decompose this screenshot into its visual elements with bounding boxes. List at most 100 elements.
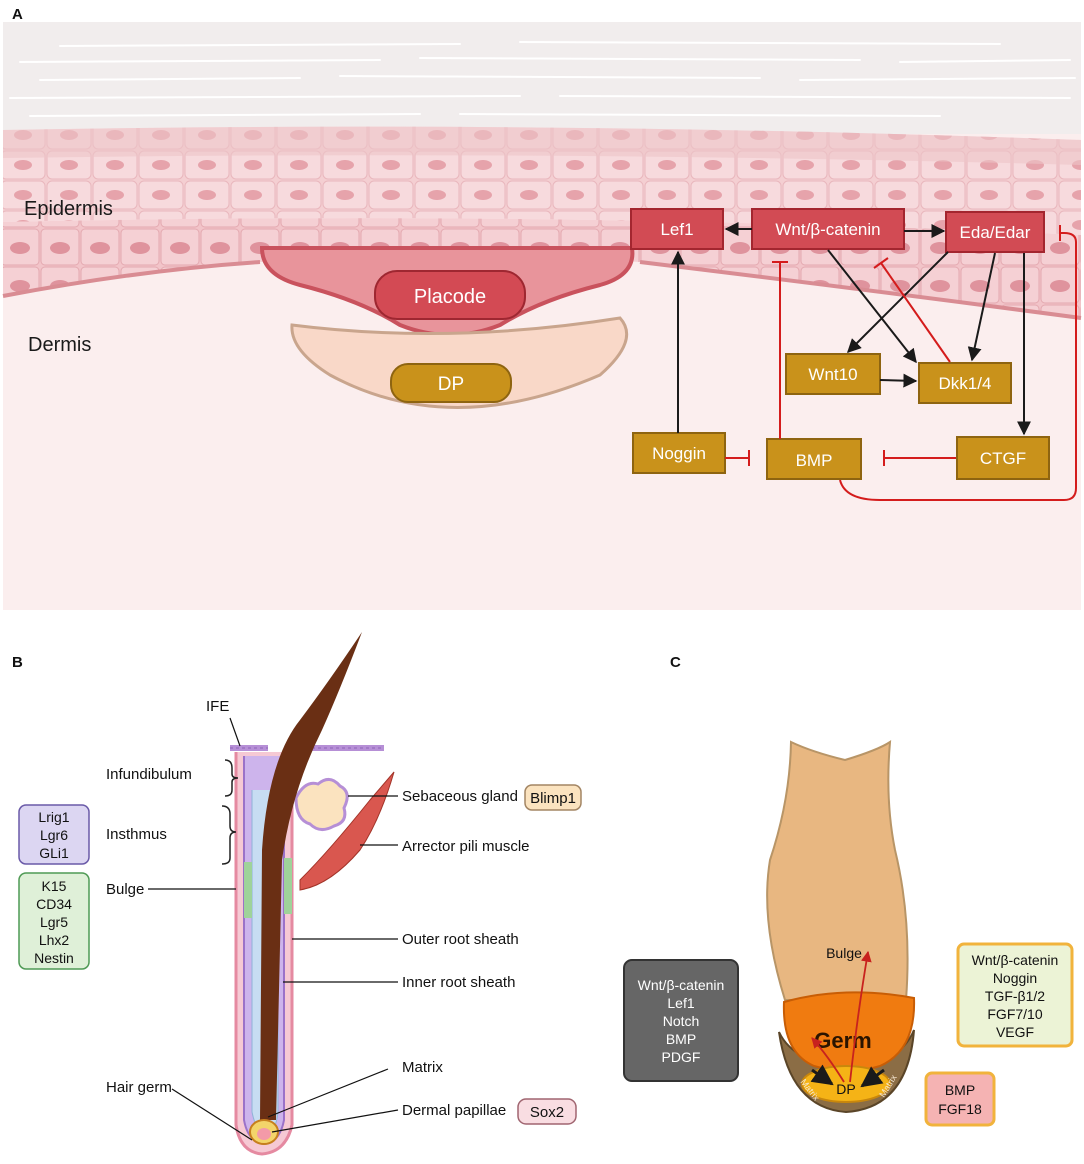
germ-shape <box>782 991 916 1072</box>
insthmus-brace <box>221 805 237 865</box>
panel-c: C Bulge Germ DP Matrix Matrix Wnt/β-cate… <box>623 654 1074 1127</box>
follicle-body-c <box>766 740 909 1001</box>
dkk-label: Dkk1/4 <box>939 374 992 393</box>
lrig-marker-2: Lgr6 <box>40 827 68 843</box>
k15-marker-3: Lgr5 <box>40 914 68 930</box>
panel-b-letter: B <box>12 654 23 671</box>
arrow-wnt10-to-dkk <box>879 373 918 388</box>
matrix-label: Matrix <box>402 1059 443 1076</box>
lrig-marker-box <box>18 804 90 865</box>
arrector-pili-shape <box>299 771 395 891</box>
green-signal-3: TGF-β1/2 <box>985 988 1045 1004</box>
green-signal-4: FGF7/10 <box>987 1006 1042 1022</box>
sox2-tag <box>517 1098 577 1125</box>
granular-layer <box>3 126 1081 165</box>
inhibit-dkk-wnt <box>880 262 951 363</box>
network-node-bmp: BMP <box>766 438 862 480</box>
placode-box <box>374 270 526 320</box>
gray-signal-box <box>623 959 739 1082</box>
panel-a-letter: A <box>12 6 23 23</box>
arrow-dp-to-germ <box>811 1037 845 1083</box>
sebaceous-gland-shape <box>294 778 349 831</box>
sebaceous-label: Sebaceous gland <box>402 788 518 805</box>
arrector-label: Arrector pili muscle <box>402 838 530 855</box>
cornified-layer <box>3 22 1081 134</box>
dermis-label: Dermis <box>28 334 91 356</box>
network-node-lef1: Lef1 <box>630 208 724 250</box>
network-node-dkk: Dkk1/4 <box>918 362 1012 404</box>
network-node-wnt: Wnt/β-catenin <box>751 208 905 250</box>
network-node-noggin: Noggin <box>632 432 726 474</box>
arrow-eda-to-wnt10 <box>847 251 949 353</box>
panel-b: B <box>12 632 582 1156</box>
hair-shaft <box>260 632 362 1120</box>
green-signal-5: VEGF <box>996 1024 1034 1040</box>
bmp-label: BMP <box>796 451 833 470</box>
infundibulum-label: Infundibulum <box>106 766 192 783</box>
dp-label-c: DP <box>836 1081 855 1097</box>
dermal-papilla-shape <box>257 1128 271 1140</box>
wnt-label: Wnt/β-catenin <box>775 220 880 239</box>
gray-signal-5: PDGF <box>662 1049 701 1065</box>
arrow-wnt-to-dkk <box>827 249 917 364</box>
gray-signal-3: Notch <box>663 1013 700 1029</box>
activation-arrows <box>671 222 1031 436</box>
arrow-matrix-left-to-dp <box>810 1064 834 1086</box>
bulge-label-c: Bulge <box>826 945 862 961</box>
arrow-matrix-right-to-dp <box>860 1066 885 1088</box>
gray-signal-1: Wnt/β-catenin <box>638 977 725 993</box>
blimp1-tag <box>524 784 582 811</box>
arrow-eda-to-dkk <box>967 252 996 362</box>
cornified-lines <box>9 41 1076 117</box>
inhibition-lines <box>725 225 1077 501</box>
dp-box <box>390 363 512 403</box>
network-node-ctgf: CTGF <box>956 436 1050 480</box>
leader-lines <box>148 717 399 1141</box>
ife-label: IFE <box>206 698 229 715</box>
gray-signal-2: Lef1 <box>667 995 694 1011</box>
wnt10-label: Wnt10 <box>808 365 857 384</box>
bulge-region-right <box>284 858 292 914</box>
bulge-label: Bulge <box>106 881 144 898</box>
infundibulum-brace <box>224 759 239 797</box>
lef1-label: Lef1 <box>660 220 693 239</box>
lrig-marker-1: Lrig1 <box>38 809 69 825</box>
green-signal-2: Noggin <box>993 970 1037 986</box>
insthmus-label: Insthmus <box>106 826 167 843</box>
green-signal-1: Wnt/β-catenin <box>972 952 1059 968</box>
k15-marker-1: K15 <box>42 878 67 894</box>
arrow-dp-to-bulge <box>849 950 872 1083</box>
eda-label: Eda/Edar <box>960 223 1031 242</box>
dp-shape <box>290 316 629 409</box>
network-node-wnt10: Wnt10 <box>785 353 881 395</box>
irs-label: Inner root sheath <box>402 974 515 991</box>
sox2-label: Sox2 <box>530 1104 564 1121</box>
lrig-marker-3: GLi1 <box>39 845 69 861</box>
dermal-papillae-label: Dermal papillae <box>402 1102 506 1119</box>
panel-c-letter: C <box>670 654 681 671</box>
ors-label: Outer root sheath <box>402 931 519 948</box>
k15-marker-box <box>18 872 90 970</box>
green-signal-box <box>956 942 1074 1048</box>
pink-signal-1: BMP <box>945 1082 975 1098</box>
germ-label: Germ <box>814 1028 871 1053</box>
k15-marker-5: Nestin <box>34 950 74 966</box>
ctgf-label: CTGF <box>980 449 1026 468</box>
placode-label: Placode <box>414 286 486 308</box>
hair-germ-label: Hair germ <box>106 1079 172 1096</box>
panel-a: A Epidermis Dermis Placode DP Lef1 Wnt/β… <box>2 6 1082 610</box>
gray-signal-4: BMP <box>666 1031 696 1047</box>
epidermis-label: Epidermis <box>24 198 113 220</box>
inhibit-bmp-eda <box>839 232 1077 501</box>
bulge-region-left <box>244 862 252 918</box>
noggin-label: Noggin <box>652 444 706 463</box>
dp-label: DP <box>438 374 464 395</box>
pink-signal-box <box>924 1071 996 1127</box>
k15-marker-4: Lhx2 <box>39 932 70 948</box>
panel-c-arrows <box>810 950 885 1088</box>
k15-marker-2: CD34 <box>36 896 72 912</box>
blimp1-label: Blimp1 <box>530 790 576 807</box>
network-node-eda: Eda/Edar <box>945 211 1045 253</box>
